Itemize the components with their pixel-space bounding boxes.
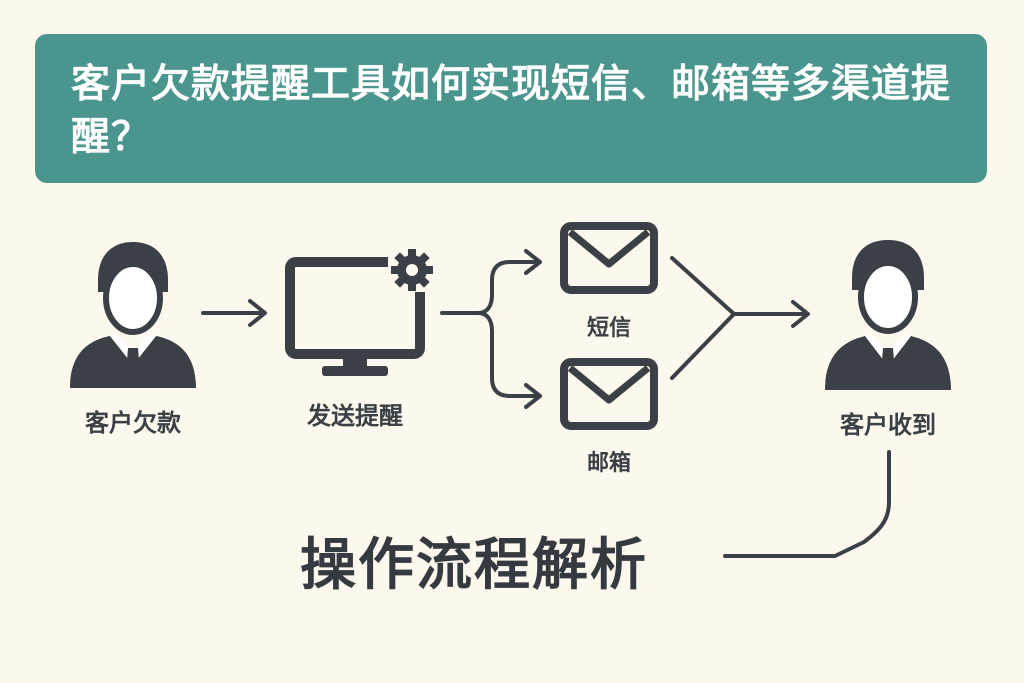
node-label-received: 客户收到 (840, 411, 936, 439)
email-envelope-icon (560, 358, 658, 430)
page-title: 客户欠款提醒工具如何实现短信、邮箱等多渠道提醒？ (71, 62, 952, 160)
footer-connector (723, 450, 891, 558)
split-arrows (440, 249, 542, 409)
merge-arrows (670, 256, 810, 380)
arrow-1 (201, 299, 267, 327)
person-left-icon (70, 242, 196, 388)
sms-envelope-icon (560, 222, 658, 294)
title-banner: 客户欠款提醒工具如何实现短信、邮箱等多渠道提醒？ (35, 34, 987, 183)
node-label-send: 发送提醒 (307, 402, 403, 430)
node-label-email: 邮箱 (586, 451, 631, 476)
footer-title: 操作流程解析 (300, 533, 648, 598)
node-label-debtor: 客户欠款 (85, 409, 181, 437)
computer-gear-icon (285, 248, 436, 376)
person-right-icon (825, 240, 951, 390)
node-label-sms: 短信 (586, 316, 631, 341)
